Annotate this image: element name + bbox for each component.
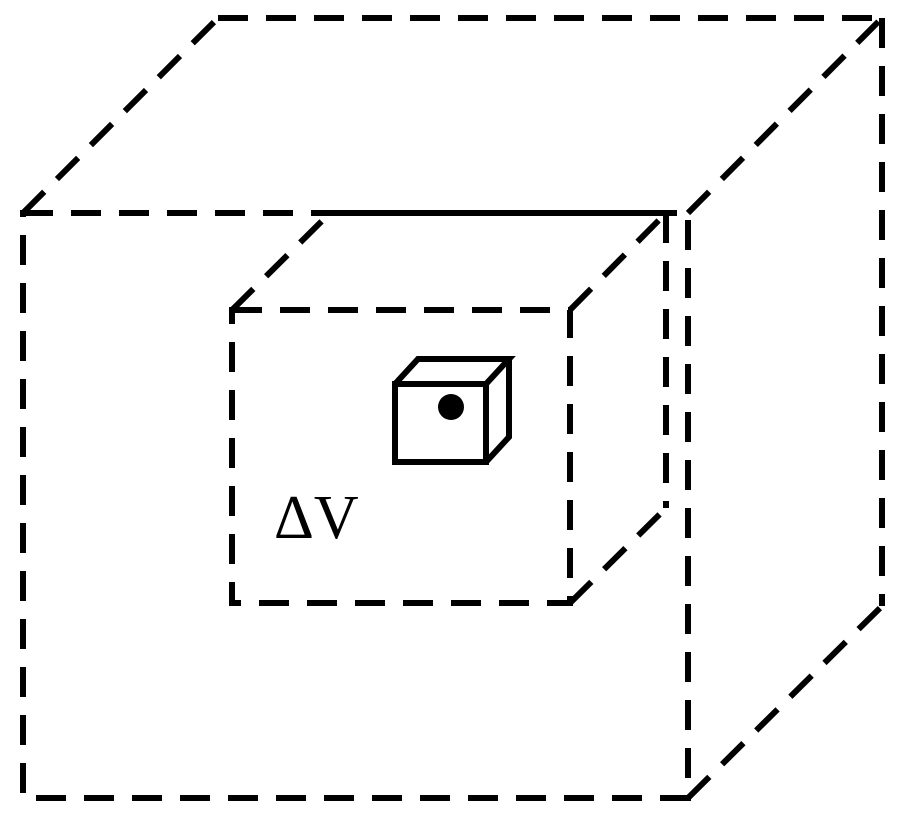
delta-v-cube-bottom-edge-right [567,505,669,606]
delta-v-cube [229,210,669,606]
small-cube-top-face [392,356,516,387]
outer-cube-top-edge-left [20,15,221,216]
small-cube-front-face [392,381,489,465]
outer-cube-bottom-edge-right [685,603,885,801]
delta-v-label: ΔV [274,484,359,552]
outer-cube [20,15,885,801]
point-dot [438,394,464,420]
small-cube-side-face [483,359,512,465]
outer-cube-top-edge-right [685,15,885,216]
delta-v-cube-top-edge-left [229,210,333,313]
delta-v-cube-front-face [229,307,573,606]
small-solid-cube [392,356,516,465]
delta-v-cube-top-edge-right [567,210,669,313]
